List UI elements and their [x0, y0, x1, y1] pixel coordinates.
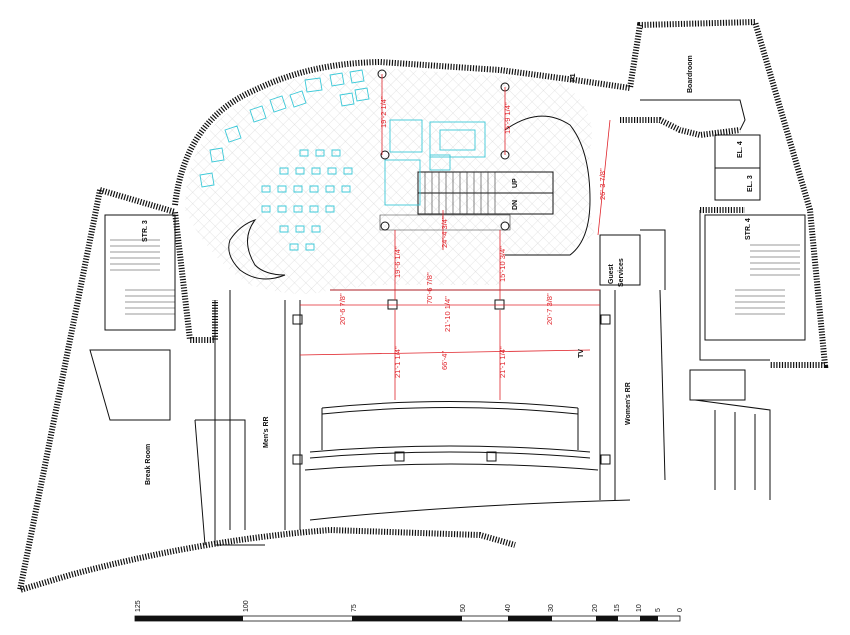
dim-label: 20'-6 7/8"	[338, 293, 347, 325]
label-escalator-up: UP	[512, 178, 519, 188]
label-tv: TV	[578, 349, 585, 358]
scale-bar: 125 100 75 50 40 30 20 15 10 5 0	[134, 600, 684, 622]
scale-label: 0	[677, 608, 684, 612]
stair-3	[104, 214, 176, 331]
label-escalator-dn: DN	[512, 200, 519, 210]
dim-label: 20'-7 3/8"	[545, 293, 554, 325]
dim-label: 21'-1 1/4"	[498, 346, 507, 378]
dim-label: 15'-10 3/4"	[498, 246, 507, 282]
label-guest-services-1: Guest	[608, 263, 615, 284]
dimension-labels: 19'-2 1/4" 15'-9 1/4" 26'-3 7/8" 24'-4 3…	[338, 96, 607, 378]
label-womens-rr: Women's RR	[625, 382, 632, 425]
seating-grid	[261, 149, 353, 251]
scale-label: 20	[592, 604, 599, 612]
interior-walls	[89, 99, 771, 546]
columns	[292, 69, 611, 465]
label-str4: STR. 4	[745, 218, 752, 240]
dim-label: 66'-4"	[440, 351, 449, 370]
label-break-room: Break Room	[145, 444, 152, 485]
label-p1: P1	[570, 73, 577, 82]
dim-label: 21'-10 1/4"	[443, 296, 452, 332]
dim-label: 70'-6 7/8"	[425, 272, 434, 304]
scale-label: 50	[460, 604, 467, 612]
dim-label: 19'-6 1/4"	[393, 246, 402, 278]
dimension-lines	[299, 74, 611, 400]
label-mens-rr: Men's RR	[263, 416, 270, 448]
label-boardroom: Boardroom	[687, 55, 694, 93]
label-guest-services-2: Services	[618, 258, 625, 287]
room-labels: Boardroom P1 EL. 4 EL. 3 STR. 3 STR. 4 G…	[142, 55, 754, 485]
scale-label: 40	[505, 604, 512, 612]
lobby-furniture	[199, 69, 591, 280]
scale-label: 5	[655, 608, 662, 612]
auditorium	[304, 401, 599, 471]
dim-label: 19'-2 1/4"	[379, 96, 388, 128]
dim-label: 15'-9 1/4"	[503, 102, 512, 134]
scale-label: 125	[135, 600, 142, 612]
scale-label: 30	[548, 604, 555, 612]
scale-label: 10	[636, 604, 643, 612]
stairs	[104, 171, 806, 341]
exterior-walls	[16, 18, 829, 595]
scale-label: 75	[351, 604, 358, 612]
stair-4	[704, 214, 806, 341]
scale-label: 15	[614, 604, 621, 612]
lobby-floor	[185, 68, 595, 294]
escalator	[379, 171, 554, 231]
label-el3: EL. 3	[747, 175, 754, 192]
label-str3: STR. 3	[142, 220, 149, 242]
dim-label: 24'-4 3/4"	[440, 216, 449, 248]
scale-label: 100	[243, 600, 250, 612]
dim-label: 21'-1 1/4"	[393, 346, 402, 378]
label-el4: EL. 4	[737, 141, 744, 158]
dim-label: 26'-3 7/8"	[598, 168, 607, 200]
